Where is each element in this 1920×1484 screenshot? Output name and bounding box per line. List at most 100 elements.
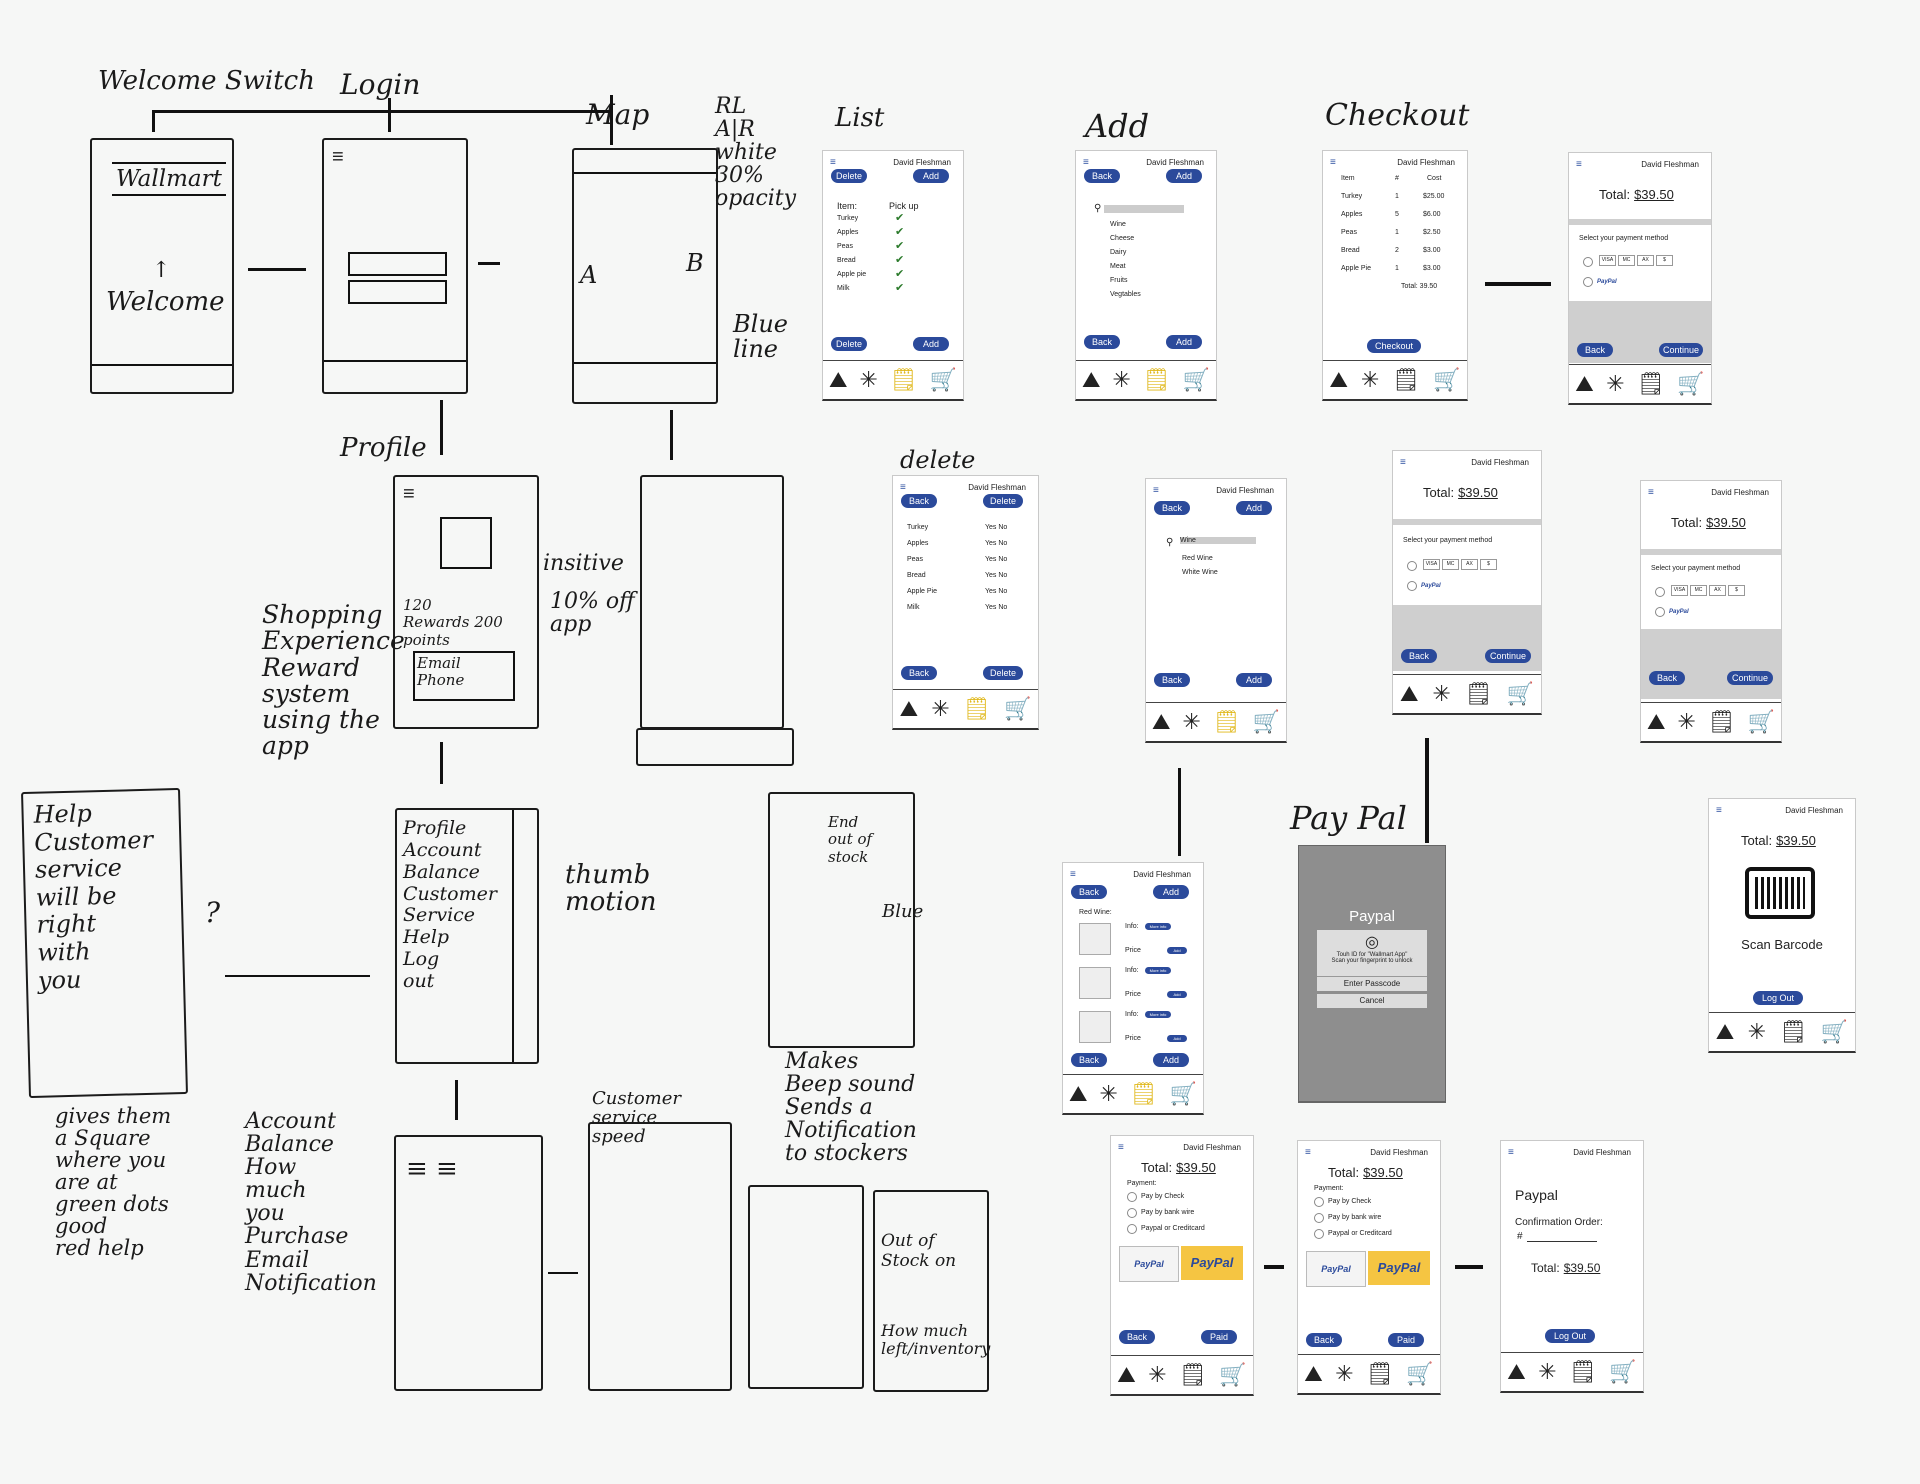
yes-no-toggle[interactable]: Yes No (985, 572, 1008, 579)
receipt-icon[interactable]: 🗒 (1779, 1019, 1808, 1044)
receipt-icon[interactable]: 🗒 (1707, 709, 1736, 734)
paypal-radio[interactable] (1314, 1229, 1324, 1239)
walmart-spark-icon[interactable]: ✳ (1747, 1019, 1767, 1044)
more-info-button[interactable]: More info (1145, 967, 1171, 974)
cart-icon[interactable]: 🛒 (929, 367, 957, 392)
add-button[interactable]: Add (1153, 1053, 1189, 1067)
add-button[interactable]: Add (1167, 991, 1187, 998)
menu-icon[interactable]: ≡ (1716, 805, 1722, 816)
walmart-spark-icon[interactable]: ✳ (1335, 1361, 1354, 1386)
cart-icon[interactable]: 🛒 (1433, 367, 1461, 392)
check-icon[interactable]: ✔ (895, 254, 905, 266)
menu-icon[interactable]: ≡ (1330, 157, 1336, 168)
walmart-spark-icon[interactable]: ✳ (931, 696, 950, 721)
add-button[interactable]: Add (913, 337, 949, 351)
more-info-button[interactable]: More info (1145, 1011, 1171, 1018)
search-input[interactable]: Wine (1180, 537, 1256, 544)
map-icon[interactable]: ⛰ (828, 367, 848, 392)
card-radio[interactable] (1655, 587, 1665, 597)
map-icon[interactable]: ⛰ (1117, 1362, 1136, 1387)
map-icon[interactable]: ⛰ (1507, 1359, 1526, 1384)
cart-icon[interactable]: 🛒 (1252, 709, 1280, 734)
continue-button[interactable]: Continue (1485, 649, 1531, 663)
list-icon[interactable]: 🗒 (1212, 709, 1241, 734)
receipt-icon[interactable]: 🗒 (1464, 681, 1493, 706)
list-icon[interactable]: 🗒 (962, 696, 991, 721)
enter-passcode-button[interactable]: Enter Passcode (1317, 976, 1427, 991)
back-button[interactable]: Back (1084, 169, 1120, 183)
back-button[interactable]: Back (901, 666, 937, 680)
map-icon[interactable]: ⛰ (1715, 1019, 1735, 1044)
add-button[interactable]: Add (1167, 947, 1187, 954)
receipt-icon[interactable]: 🗒 (1568, 1359, 1597, 1384)
cart-icon[interactable]: 🛒 (1406, 1361, 1434, 1386)
cancel-button[interactable]: Cancel (1317, 994, 1427, 1008)
checkout-button[interactable]: Checkout (1367, 339, 1421, 353)
menu-icon[interactable]: ≡ (1118, 1142, 1124, 1153)
paypal-radio[interactable] (1655, 607, 1665, 617)
cart-icon[interactable]: 🛒 (1003, 696, 1032, 721)
cart-icon[interactable]: 🛒 (1169, 1081, 1197, 1106)
check-radio[interactable] (1127, 1192, 1137, 1202)
list-icon[interactable]: 🗒 (1129, 1081, 1158, 1106)
check-icon[interactable]: ✔ (895, 240, 905, 252)
cart-icon[interactable]: 🛒 (1506, 681, 1534, 706)
add-button[interactable]: Add (1166, 335, 1202, 349)
add-button[interactable]: Add (1153, 885, 1189, 899)
cart-icon[interactable]: 🛒 (1747, 709, 1775, 734)
back-button[interactable]: Back (1154, 673, 1190, 687)
search-input[interactable] (1104, 205, 1184, 213)
category-item[interactable]: Cheese (1110, 235, 1135, 242)
back-button[interactable]: Back (1577, 343, 1613, 357)
check-icon[interactable]: ✔ (895, 212, 905, 224)
walmart-spark-icon[interactable]: ✳ (1182, 709, 1201, 734)
walmart-spark-icon[interactable]: ✳ (1538, 1359, 1557, 1384)
receipt-icon[interactable]: 🗒 (1178, 1362, 1207, 1387)
menu-icon[interactable]: ≡ (1153, 485, 1159, 496)
menu-icon[interactable]: ≡ (1070, 869, 1076, 880)
paypal-small-logo[interactable]: PayPal (1119, 1246, 1179, 1282)
back-button[interactable]: Back (1084, 335, 1120, 349)
walmart-spark-icon[interactable]: ✳ (1677, 709, 1696, 734)
delete-button[interactable]: Delete (831, 169, 867, 183)
cart-icon[interactable]: 🛒 (1182, 367, 1210, 392)
continue-button[interactable]: Continue (1659, 343, 1703, 357)
yes-no-toggle[interactable]: Yes No (985, 540, 1008, 547)
menu-icon[interactable]: ≡ (1305, 1147, 1311, 1158)
paypal-radio[interactable] (1583, 277, 1593, 287)
walmart-spark-icon[interactable]: ✳ (859, 367, 878, 392)
yes-no-toggle[interactable]: Yes No (985, 524, 1008, 531)
cart-icon[interactable]: 🛒 (1677, 371, 1705, 396)
add-button[interactable]: Add (913, 169, 949, 183)
back-button[interactable]: Back (1071, 885, 1107, 899)
card-radio[interactable] (1583, 257, 1593, 267)
map-icon[interactable]: ⛰ (1151, 709, 1171, 734)
logout-button[interactable]: Log Out (1545, 1329, 1595, 1343)
add-button[interactable]: Add (1167, 1035, 1187, 1042)
menu-icon[interactable]: ≡ (1508, 1147, 1514, 1158)
continue-button[interactable]: Continue (1727, 671, 1773, 685)
paypal-large-logo[interactable]: PayPal (1181, 1246, 1243, 1280)
paid-button[interactable]: Paid (1201, 1330, 1237, 1344)
map-icon[interactable]: ⛰ (1575, 371, 1594, 396)
back-button[interactable]: Back (1306, 1333, 1342, 1347)
menu-icon[interactable]: ≡ (1648, 487, 1654, 498)
walmart-spark-icon[interactable]: ✳ (1148, 1362, 1167, 1387)
check-icon[interactable]: ✔ (895, 282, 905, 294)
scan-barcode-label[interactable]: Scan Barcode (1741, 937, 1823, 952)
walmart-spark-icon[interactable]: ✳ (1606, 371, 1625, 396)
map-icon[interactable]: ⛰ (1329, 367, 1348, 392)
back-button[interactable]: Back (901, 494, 937, 508)
map-icon[interactable]: ⛰ (1304, 1361, 1323, 1386)
logout-button[interactable]: Log Out (1753, 991, 1803, 1005)
map-icon[interactable]: ⛰ (899, 696, 919, 721)
menu-icon[interactable]: ≡ (830, 157, 836, 168)
menu-icon[interactable]: ≡ (1083, 157, 1089, 168)
back-button[interactable]: Back (1649, 671, 1685, 685)
walmart-spark-icon[interactable]: ✳ (1112, 367, 1131, 392)
walmart-spark-icon[interactable]: ✳ (1360, 367, 1380, 392)
map-icon[interactable]: ⛰ (1399, 681, 1419, 706)
wire-radio[interactable] (1127, 1208, 1137, 1218)
add-button[interactable]: Add (1236, 501, 1272, 515)
category-item[interactable]: Meat (1110, 263, 1126, 270)
